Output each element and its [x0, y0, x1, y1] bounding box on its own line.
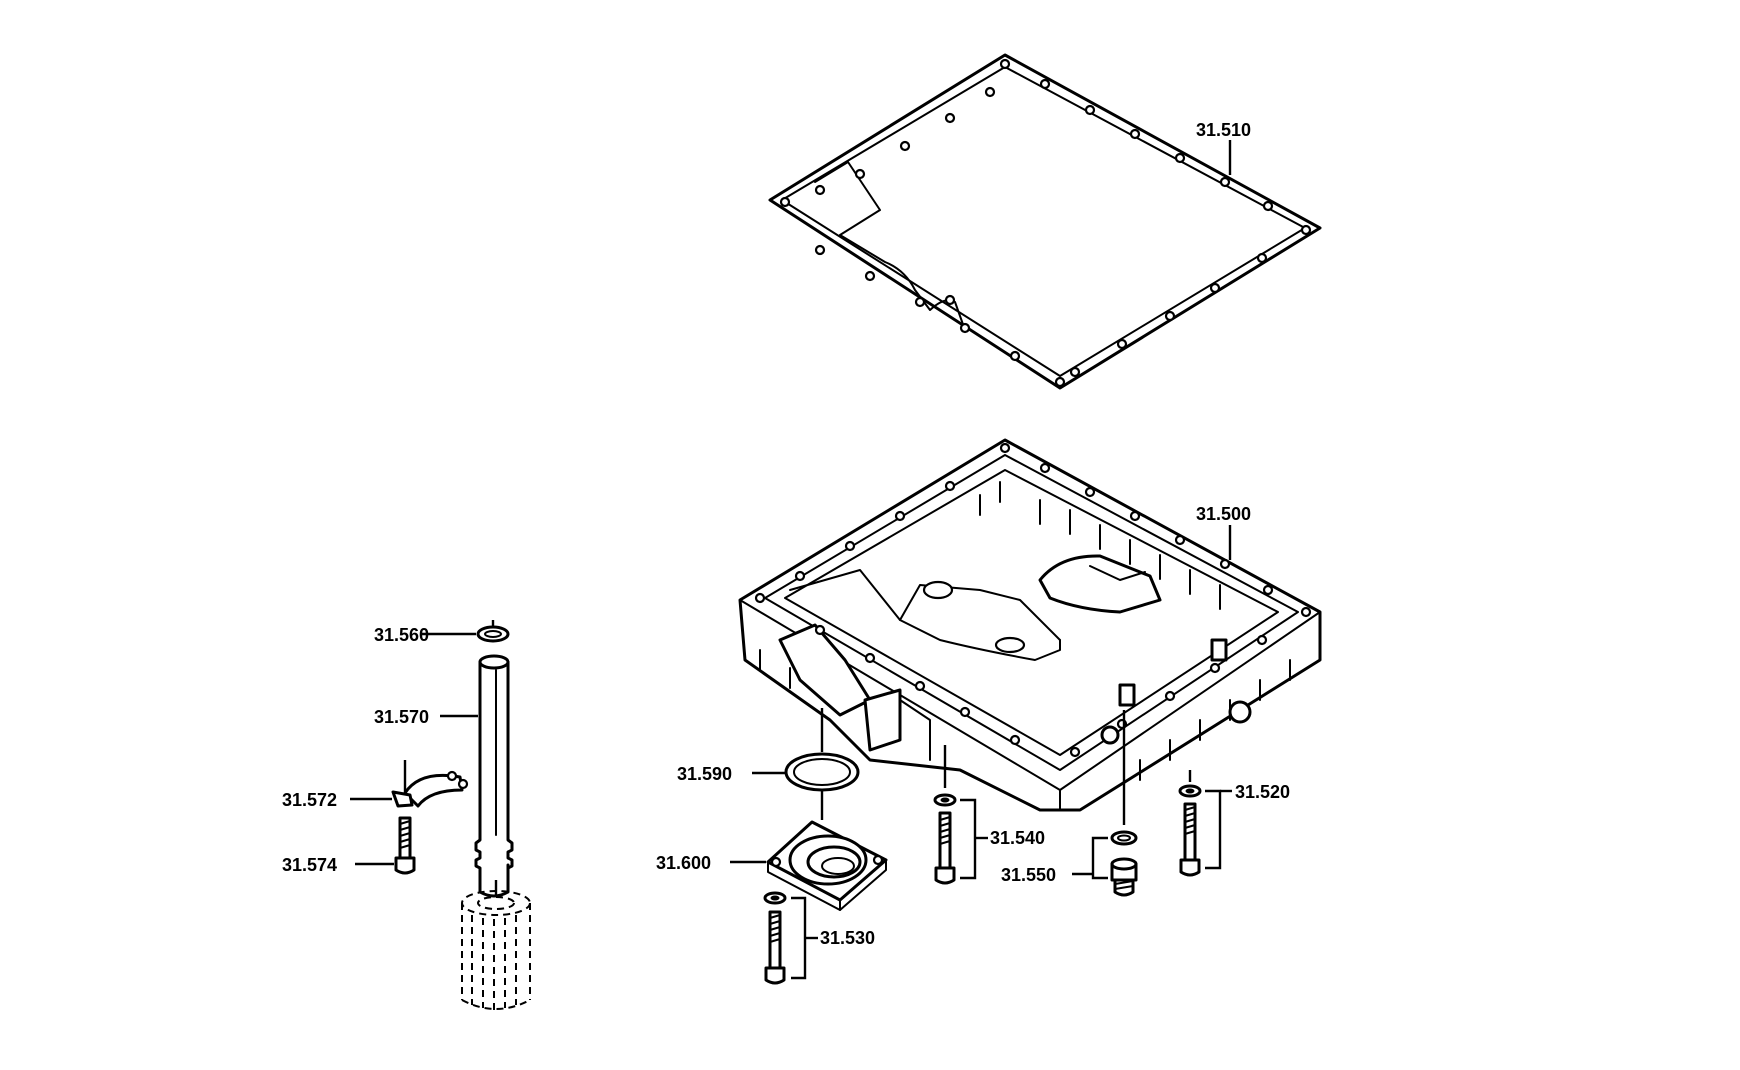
label-31590: 31.590	[677, 764, 732, 784]
label-31550: 31.550	[1001, 865, 1056, 885]
label-31560: 31.560	[374, 625, 429, 645]
o-ring-31560[interactable]	[420, 620, 510, 643]
oil-pan-ribs	[759, 481, 1291, 781]
gasket-bolt-holes	[779, 58, 1312, 388]
oil-filter-strainer[interactable]	[461, 880, 531, 1010]
bolt-31574[interactable]	[355, 816, 416, 875]
o-ring-31590[interactable]	[752, 708, 860, 792]
cover-plate-31600[interactable]	[730, 790, 888, 911]
callout-labels: 31.510 31.500 31.520 31.530 31.540 31.55…	[282, 120, 1290, 948]
bolt-set-31520[interactable]	[1178, 770, 1232, 877]
label-31600: 31.600	[656, 853, 711, 873]
label-31530: 31.530	[820, 928, 875, 948]
label-31540: 31.540	[990, 828, 1045, 848]
label-31500: 31.500	[1196, 504, 1251, 524]
oil-pan-gasket[interactable]	[768, 53, 1322, 390]
suction-pipe-31570[interactable]	[440, 654, 514, 898]
label-31510: 31.510	[1196, 120, 1251, 140]
oil-pan[interactable]	[738, 438, 1322, 812]
label-31574: 31.574	[282, 855, 337, 875]
bolt-set-31530[interactable]	[763, 891, 818, 985]
oil-pan-bolt-holes	[754, 442, 1312, 758]
label-31572: 31.572	[282, 790, 337, 810]
clamp-31572[interactable]	[350, 760, 469, 808]
drain-plug-31550[interactable]	[1072, 710, 1138, 897]
label-31520: 31.520	[1235, 782, 1290, 802]
bolt-set-31540[interactable]	[933, 745, 988, 885]
label-31570: 31.570	[374, 707, 429, 727]
